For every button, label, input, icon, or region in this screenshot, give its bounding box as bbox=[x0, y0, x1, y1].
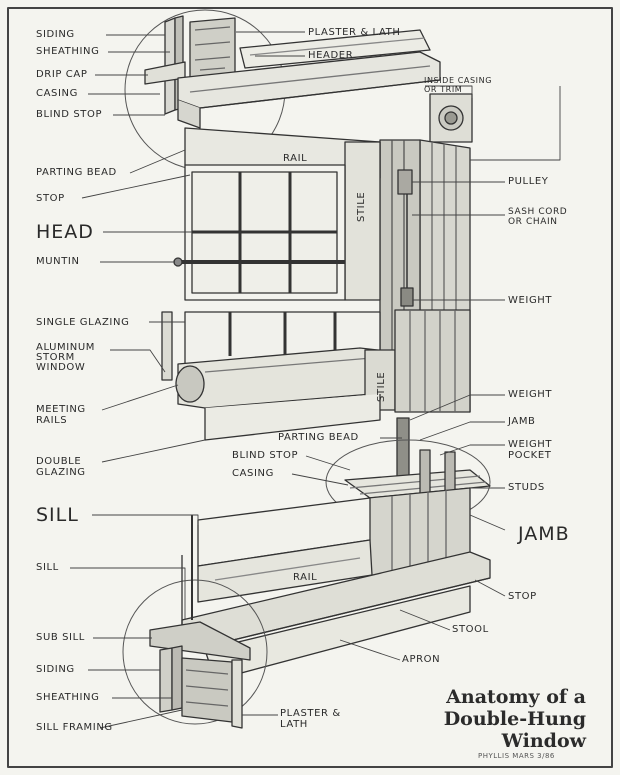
head-assembly bbox=[124, 9, 473, 413]
label-sheathing-top: Sheathing bbox=[36, 46, 100, 57]
label-weight-upper: Weight bbox=[508, 295, 553, 306]
label-weight-lower: Weight bbox=[508, 389, 553, 400]
label-parting-bead-mid: Parting Bead bbox=[278, 432, 359, 443]
label-blind-stop-top: Blind Stop bbox=[36, 109, 103, 120]
label-sub-sill: Sub Sill bbox=[36, 632, 85, 643]
label-stool: Stool bbox=[452, 624, 489, 635]
upper-sash bbox=[173, 127, 414, 307]
label-pulley: Pulley bbox=[508, 176, 549, 187]
label-weight-pocket: Weight Pocket bbox=[508, 439, 553, 461]
label-plaster-lath-bottom: Plaster & Lath bbox=[280, 708, 341, 730]
label-stile-lower: Stile bbox=[376, 371, 387, 402]
sill-assembly bbox=[122, 497, 491, 729]
label-jamb-big: JAMB bbox=[518, 523, 570, 545]
label-head: HEAD bbox=[36, 221, 94, 243]
label-sheathing-bottom: Sheathing bbox=[36, 692, 100, 703]
label-single-glazing: Single Glazing bbox=[36, 317, 130, 328]
title-line-1: Anatomy of a bbox=[446, 686, 586, 708]
label-stop-lower: Stop bbox=[508, 591, 537, 602]
label-plaster-lath-top: Plaster & Lath bbox=[308, 27, 401, 38]
label-casing-top: Casing bbox=[36, 88, 78, 99]
label-inside-casing: Inside Casing or Trim bbox=[424, 76, 493, 94]
leader-lines bbox=[70, 31, 561, 729]
jamb-detail bbox=[325, 439, 491, 579]
label-sash-cord: Sash Cord or Chain bbox=[508, 207, 568, 227]
label-header: Header bbox=[308, 50, 354, 61]
label-rail-upper: Rail bbox=[283, 153, 308, 164]
diagram-title: Anatomy of a Double-Hung Window bbox=[444, 686, 586, 752]
title-line-2: Double-Hung bbox=[443, 708, 586, 730]
label-stile-upper: Stile bbox=[356, 191, 367, 222]
label-rail-lower: Rail bbox=[293, 572, 318, 583]
sheet-border bbox=[7, 7, 613, 768]
label-sill-framing: Sill Framing bbox=[36, 722, 113, 733]
title-line-3: Window bbox=[501, 730, 586, 752]
label-sill-big: SILL bbox=[36, 504, 79, 526]
label-muntin: Muntin bbox=[36, 256, 80, 267]
label-aluminum-storm: Aluminum Storm Window bbox=[36, 342, 96, 373]
label-drip-cap: Drip Cap bbox=[36, 69, 88, 80]
artist-signature: Phyllis Mars 3/86 bbox=[478, 752, 555, 760]
label-sill: Sill bbox=[36, 562, 59, 573]
label-stop-top: Stop bbox=[36, 193, 65, 204]
label-meeting-rails: Meeting Rails bbox=[36, 404, 86, 426]
label-parting-bead-top: Parting Bead bbox=[36, 167, 117, 178]
label-jamb-small: Jamb bbox=[508, 416, 536, 427]
label-casing-mid: Casing bbox=[232, 468, 274, 479]
label-double-glazing: Double Glazing bbox=[36, 456, 86, 478]
label-siding-top: Siding bbox=[36, 29, 75, 40]
label-blind-stop-mid: Blind Stop bbox=[232, 450, 299, 461]
label-siding-bottom: Siding bbox=[36, 664, 75, 675]
lower-sash bbox=[161, 309, 471, 479]
label-apron: Apron bbox=[402, 654, 441, 665]
label-studs: Studs bbox=[508, 482, 545, 493]
